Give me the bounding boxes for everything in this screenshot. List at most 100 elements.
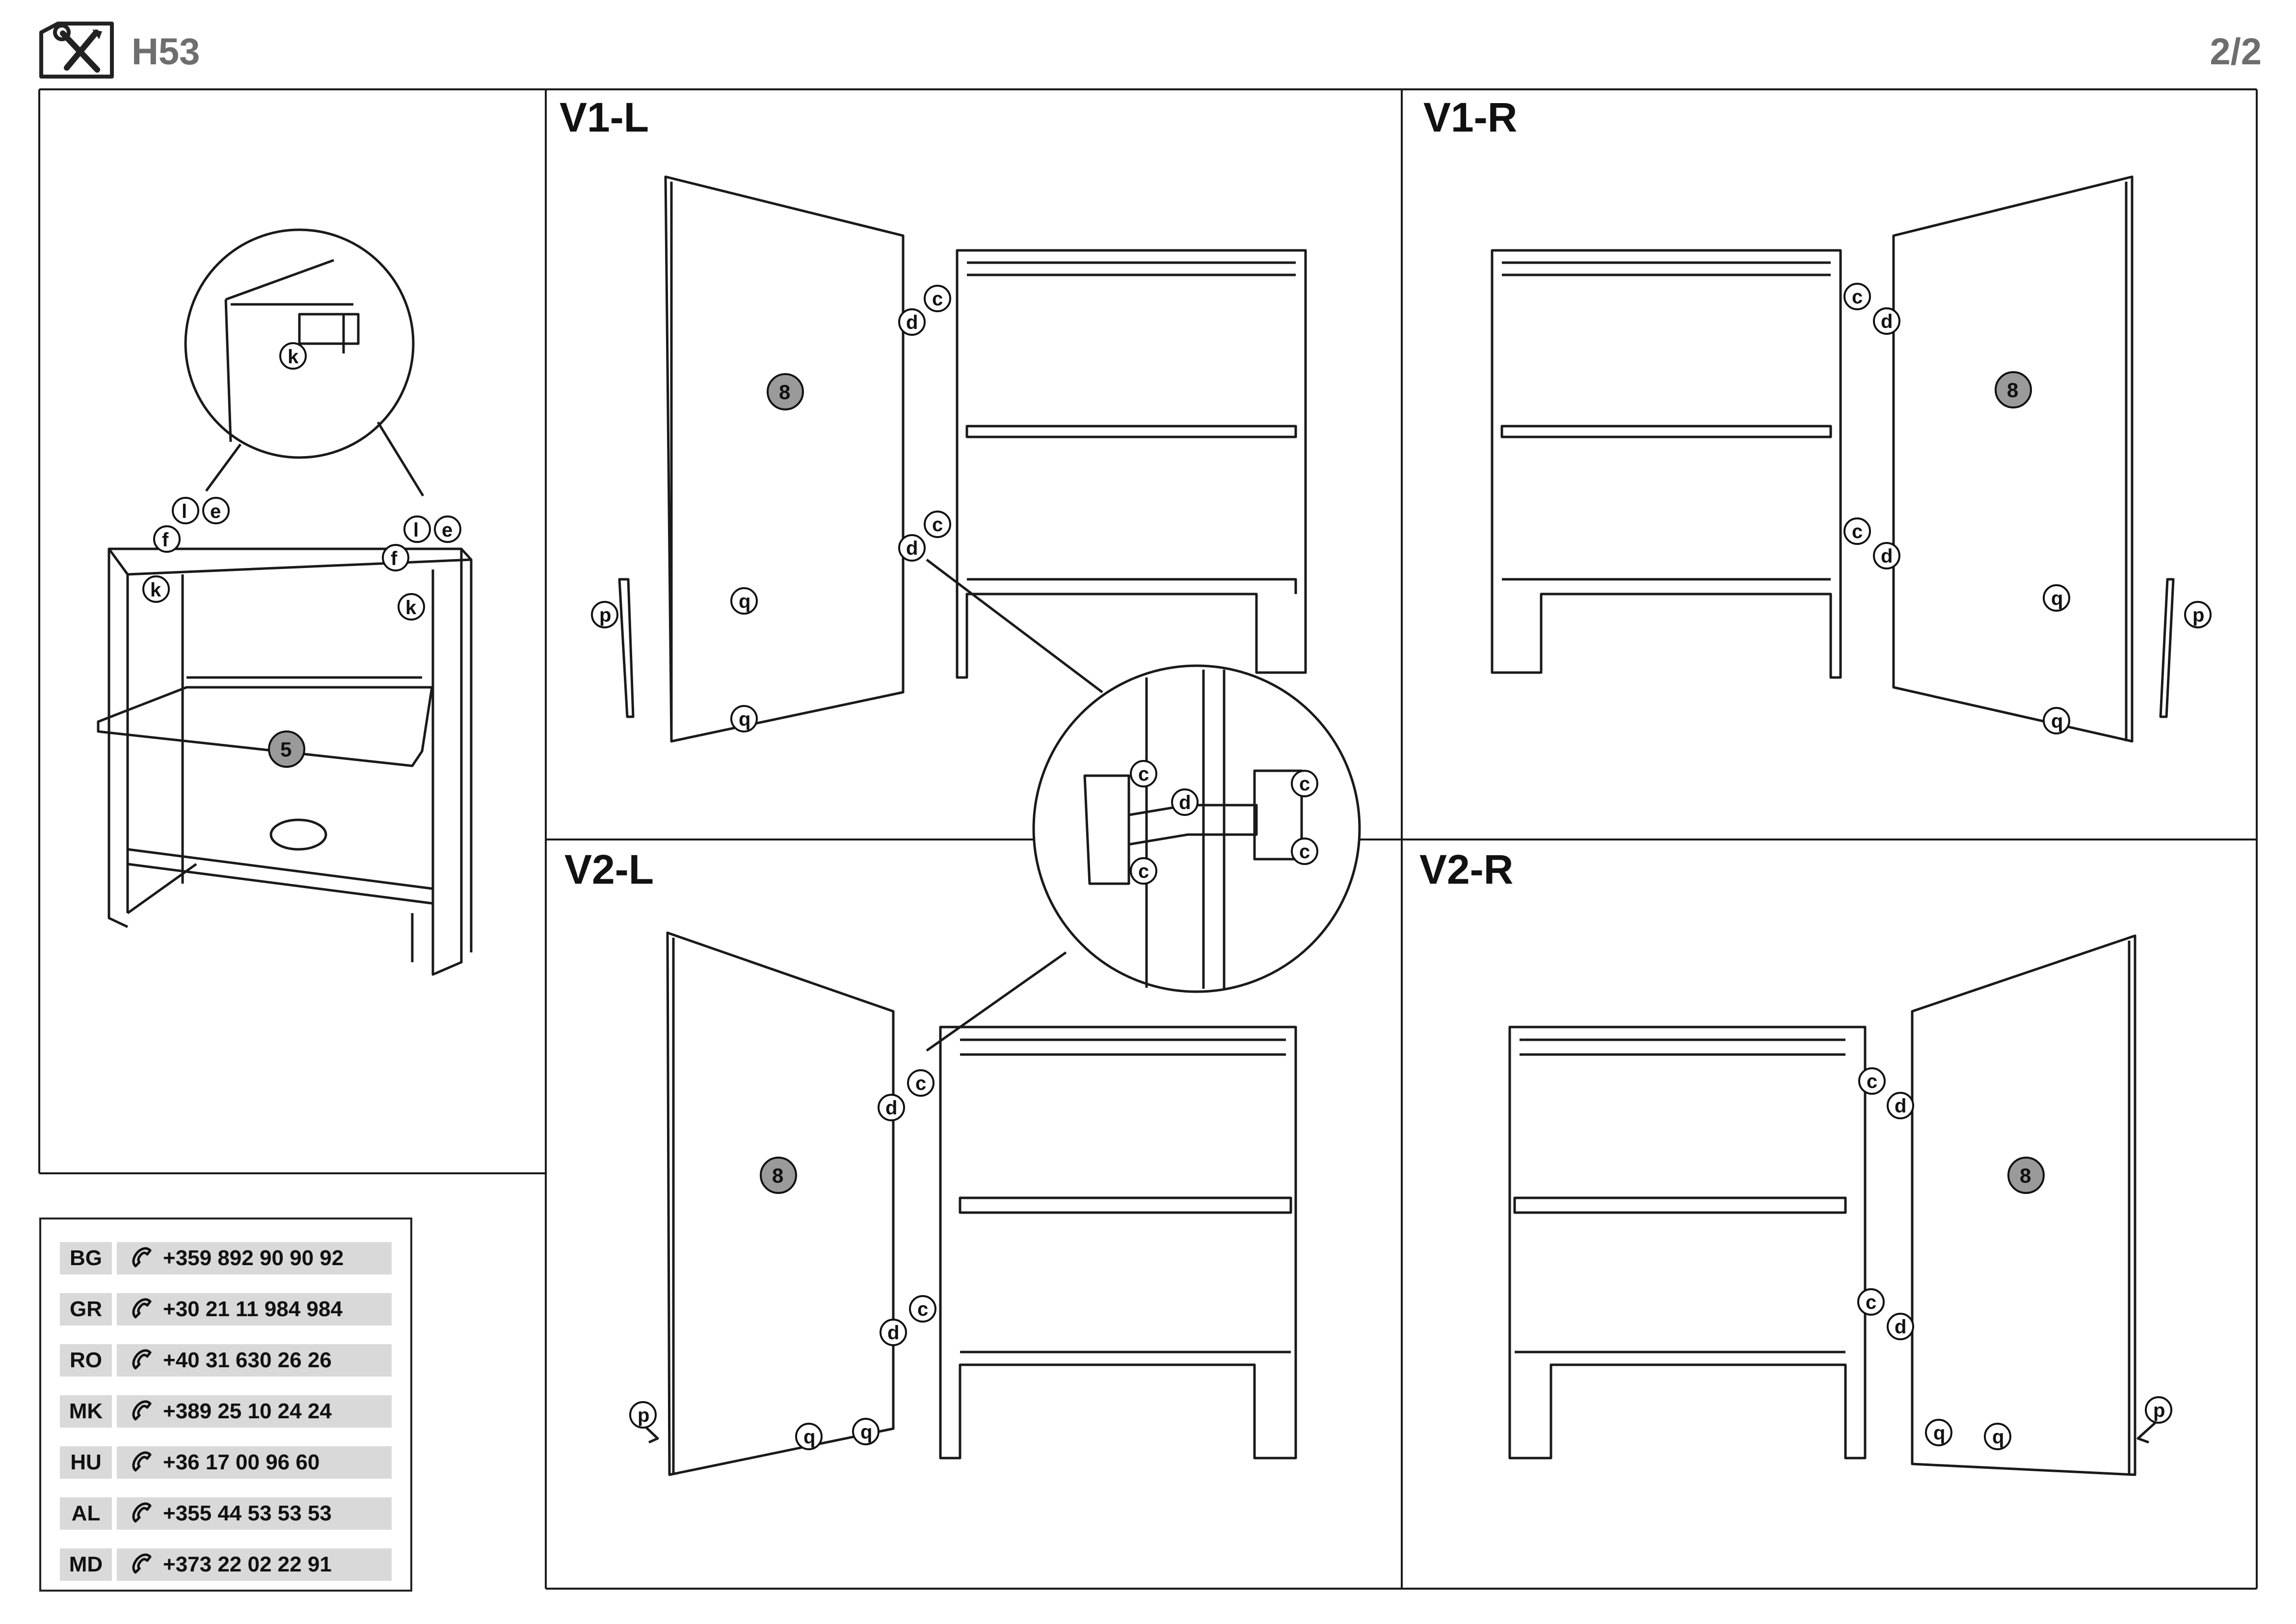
contact-row: MD +373 22 02 22 91 xyxy=(60,1547,392,1582)
support-phone-table: BG +359 892 90 90 92 GR +30 21 11 984 98… xyxy=(39,1218,412,1592)
contact-row: MK +389 25 10 24 24 xyxy=(60,1394,392,1429)
svg-text:8: 8 xyxy=(2020,1164,2031,1187)
panel-label-v1-right: V1-R xyxy=(1423,94,1517,140)
hinge-detail xyxy=(1032,664,1361,993)
phone-number-cell: +30 21 11 984 984 xyxy=(117,1293,392,1326)
svg-text:d: d xyxy=(885,1097,897,1119)
v1-right-callouts: 8 c d c d q q p xyxy=(1843,283,2212,734)
svg-text:q: q xyxy=(1992,1426,2004,1448)
svg-text:c: c xyxy=(1299,773,1310,795)
phone-icon xyxy=(132,1451,152,1472)
svg-text:c: c xyxy=(1866,1292,1876,1313)
v2-left-callouts: 8 c d c d q q p xyxy=(629,1069,936,1450)
v2-right-callouts: 8 c d c d q q p xyxy=(1857,1067,2172,1450)
contact-row: RO +40 31 630 26 26 xyxy=(60,1343,392,1378)
phone-number: +36 17 00 96 60 xyxy=(163,1450,320,1474)
svg-text:e: e xyxy=(210,501,221,522)
phone-icon xyxy=(132,1502,152,1523)
phone-number-cell: +40 31 630 26 26 xyxy=(117,1344,392,1377)
phone-number-cell: +359 892 90 90 92 xyxy=(117,1242,392,1274)
svg-text:d: d xyxy=(906,312,918,333)
country-code: GR xyxy=(60,1293,112,1326)
tools-icon xyxy=(39,22,114,79)
svg-text:d: d xyxy=(1881,545,1893,567)
svg-text:c: c xyxy=(1867,1071,1877,1092)
country-code: MD xyxy=(60,1548,112,1581)
svg-text:c: c xyxy=(932,514,943,536)
phone-icon xyxy=(132,1349,152,1370)
svg-text:q: q xyxy=(2051,710,2063,732)
phone-number: +40 31 630 26 26 xyxy=(163,1348,332,1372)
contact-row: BG +359 892 90 90 92 xyxy=(60,1241,392,1275)
v1-left-callouts: 8 c d c d q q p xyxy=(591,285,951,732)
v2-left-drawing xyxy=(637,931,1297,1476)
svg-text:q: q xyxy=(1933,1422,1945,1444)
phone-number: +355 44 53 53 53 xyxy=(163,1501,332,1525)
svg-text:c: c xyxy=(1852,286,1863,308)
svg-text:q: q xyxy=(739,591,750,612)
svg-text:d: d xyxy=(1895,1095,1906,1117)
phone-number-cell: +36 17 00 96 60 xyxy=(117,1446,392,1479)
svg-text:c: c xyxy=(1852,521,1863,542)
country-code: MK xyxy=(60,1395,112,1428)
svg-text:q: q xyxy=(739,708,750,730)
svg-text:c: c xyxy=(932,288,943,310)
panel-label-v2-left: V2-L xyxy=(564,846,654,893)
part-number-shelf: 5 xyxy=(280,738,292,761)
svg-text:q: q xyxy=(2051,588,2063,609)
phone-number: +30 21 11 984 984 xyxy=(163,1297,343,1321)
v1-left-drawing xyxy=(618,175,1307,1052)
v1-right-drawing xyxy=(1491,175,2175,743)
model-code: H53 xyxy=(132,31,200,73)
contact-row: GR +30 21 11 984 984 xyxy=(60,1292,392,1326)
country-code: RO xyxy=(60,1344,112,1377)
svg-text:8: 8 xyxy=(2007,379,2018,402)
svg-text:d: d xyxy=(906,538,918,559)
svg-text:k: k xyxy=(150,579,161,601)
carcass-drawing xyxy=(97,228,473,976)
svg-text:p: p xyxy=(2153,1400,2165,1421)
panel-label-v1-left: V1-L xyxy=(560,94,649,140)
phone-number: +389 25 10 24 24 xyxy=(163,1399,332,1423)
svg-text:c: c xyxy=(1299,841,1310,863)
part-number-door: 8 xyxy=(779,380,790,404)
svg-text:p: p xyxy=(599,604,611,626)
svg-text:d: d xyxy=(1895,1316,1906,1338)
svg-text:k: k xyxy=(288,346,299,368)
svg-text:k: k xyxy=(405,597,417,619)
hinge-callouts: c d c c c xyxy=(1130,760,1318,885)
svg-text:l: l xyxy=(182,501,187,522)
svg-text:c: c xyxy=(1138,861,1149,882)
phone-number: +359 892 90 90 92 xyxy=(163,1246,344,1270)
phone-icon xyxy=(132,1553,152,1574)
svg-text:e: e xyxy=(442,519,453,541)
svg-text:8: 8 xyxy=(772,1164,783,1187)
phone-number-cell: +373 22 02 22 91 xyxy=(117,1548,392,1581)
svg-text:q: q xyxy=(860,1421,872,1443)
svg-text:f: f xyxy=(391,548,398,569)
svg-text:q: q xyxy=(803,1426,815,1448)
country-code: HU xyxy=(60,1446,112,1479)
svg-text:l: l xyxy=(413,519,419,541)
phone-number: +373 22 02 22 91 xyxy=(163,1552,332,1576)
phone-icon xyxy=(132,1400,152,1421)
svg-text:d: d xyxy=(1179,792,1191,813)
svg-text:c: c xyxy=(915,1073,926,1094)
svg-text:p: p xyxy=(638,1405,649,1426)
country-code: BG xyxy=(60,1242,112,1274)
svg-text:d: d xyxy=(1881,311,1893,332)
phone-number-cell: +389 25 10 24 24 xyxy=(117,1395,392,1428)
svg-text:d: d xyxy=(887,1322,899,1344)
svg-text:c: c xyxy=(917,1299,928,1320)
phone-number-cell: +355 44 53 53 53 xyxy=(117,1497,392,1530)
contact-row: HU +36 17 00 96 60 xyxy=(60,1445,392,1480)
svg-text:c: c xyxy=(1138,763,1149,785)
svg-text:f: f xyxy=(162,529,169,551)
contact-row: AL +355 44 53 53 53 xyxy=(60,1496,392,1531)
phone-icon xyxy=(132,1298,152,1319)
phone-icon xyxy=(132,1247,152,1268)
panel-frames xyxy=(38,88,2258,1590)
svg-text:p: p xyxy=(2192,604,2204,626)
panel-label-v2-right: V2-R xyxy=(1419,846,1513,893)
